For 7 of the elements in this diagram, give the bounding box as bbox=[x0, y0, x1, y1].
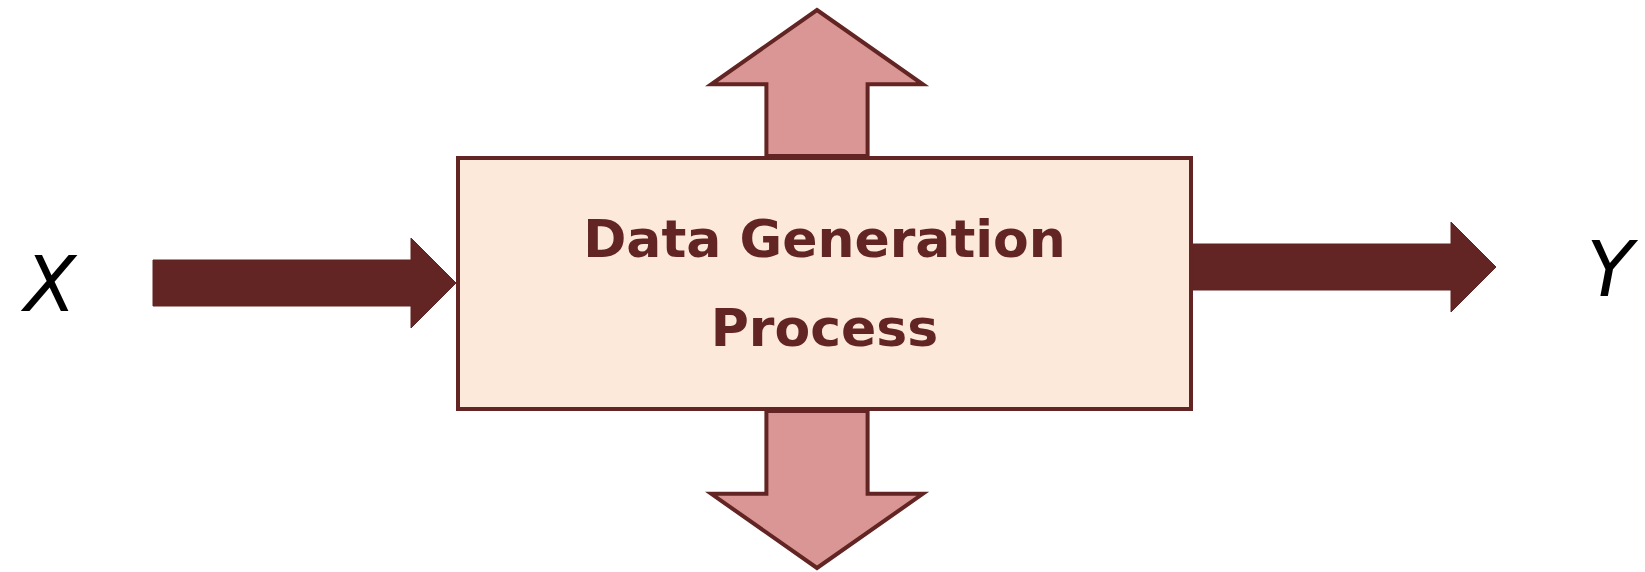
block-arrow bbox=[704, 7, 930, 158]
block-arrow bbox=[704, 409, 930, 571]
process-box bbox=[456, 156, 1193, 411]
block-arrow bbox=[152, 237, 457, 329]
process-label: Data Generation Process bbox=[582, 208, 1067, 360]
block-arrow bbox=[1192, 221, 1497, 313]
variable-label: X bbox=[23, 247, 77, 323]
